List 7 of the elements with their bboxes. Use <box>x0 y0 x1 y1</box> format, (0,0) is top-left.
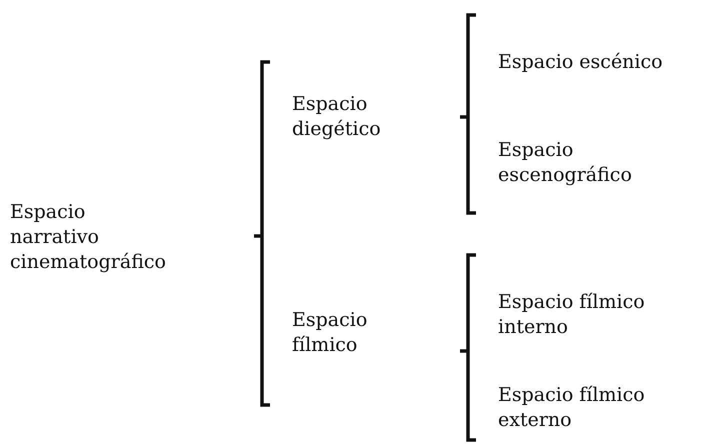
node-text: Espacio diegético <box>292 92 381 142</box>
node-text: Espacio narrativo cinematográfico <box>10 200 166 275</box>
node-text: Espacio fílmico <box>292 308 368 358</box>
node-text: Espacio fílmico interno <box>498 290 646 340</box>
node-text: Espacio escenográfico <box>498 138 632 188</box>
node-text: Espacio fílmico externo <box>498 383 646 433</box>
node-text: Espacio escénico <box>498 50 663 75</box>
